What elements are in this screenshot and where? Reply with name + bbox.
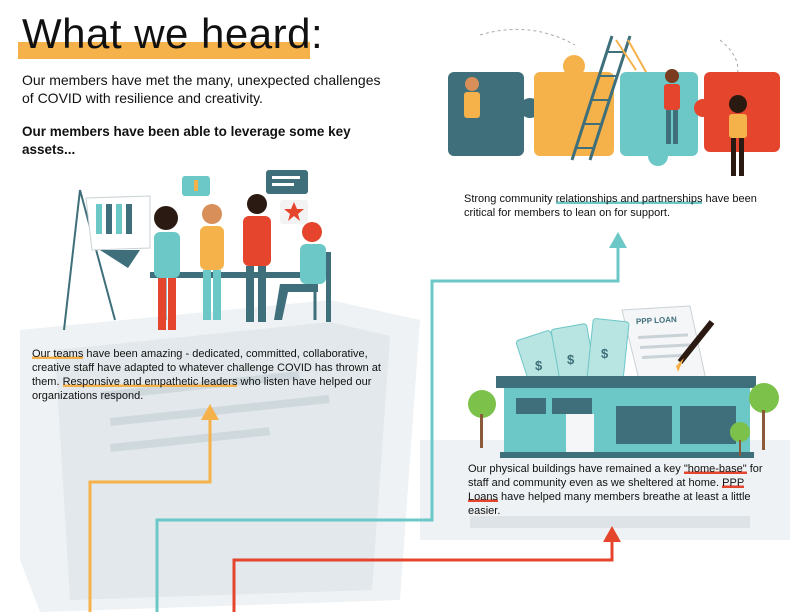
relationships-text-part-2: have been critical for members to lean o… — [464, 193, 757, 219]
money-symbol-3: $ — [601, 346, 609, 361]
money-symbol-2: $ — [567, 352, 575, 367]
team-illustration — [63, 170, 331, 331]
building-illustration — [468, 305, 779, 458]
teams-text-part-1: have been amazing - dedicated, committed… — [32, 348, 381, 388]
assets-lead-text: Our members have been able to leverage s… — [22, 124, 351, 157]
teams-caption: Our teams have been amazing - dedicated,… — [32, 347, 392, 403]
red-arrow — [232, 526, 621, 612]
orange-arrow — [88, 404, 219, 612]
buildings-text-part-3: have helped many members breathe at leas… — [468, 491, 751, 517]
title-underline-bar — [18, 42, 310, 59]
puzzle-illustration — [448, 28, 780, 176]
leaders-highlight: Responsive and empathetic leaders — [62, 376, 238, 388]
teams-text-part-2: who listen have helped our organizations… — [32, 376, 372, 402]
relationships-text-part-1: Strong community — [464, 193, 556, 205]
home-base-highlight: "home-base" — [683, 463, 747, 475]
teams-highlight: Our teams — [32, 348, 84, 360]
intro-text: Our members have met the many, unexpecte… — [22, 72, 381, 106]
buildings-text-part-2: for staff and community even as we shelt… — [468, 463, 763, 489]
relationships-caption: Strong community relationships and partn… — [464, 192, 782, 220]
page-title: What we heard: — [22, 10, 324, 57]
relationships-highlight: relationships and partnerships — [555, 193, 703, 205]
money-symbol-1: $ — [535, 358, 543, 373]
buildings-caption: Our physical buildings have remained a k… — [468, 462, 768, 518]
teal-arrow — [155, 232, 627, 612]
buildings-text-part-1: Our physical buildings have remained a k… — [468, 463, 684, 475]
